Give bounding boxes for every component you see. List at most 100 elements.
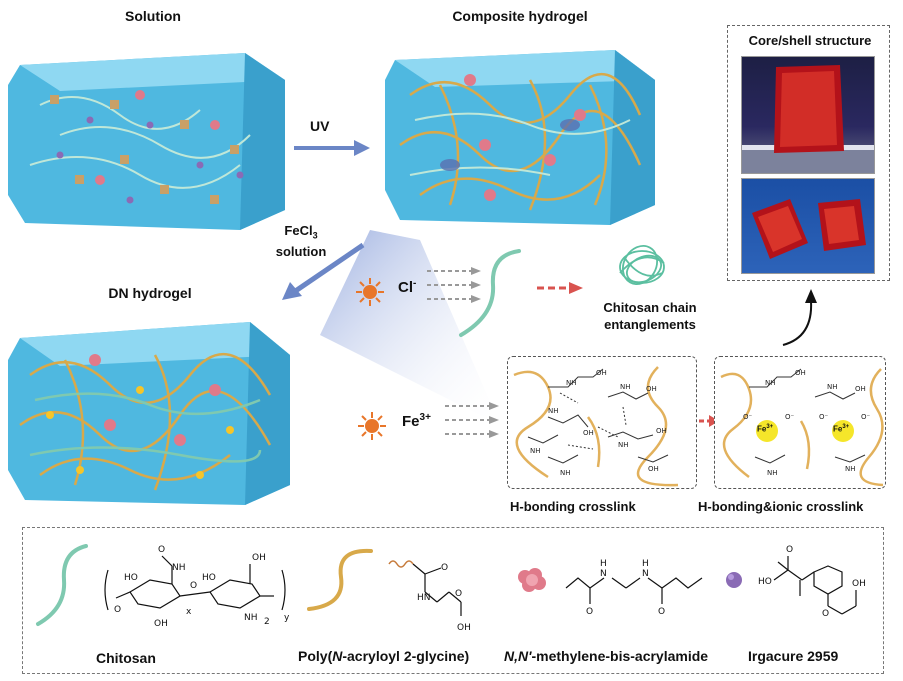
svg-text:NH: NH — [827, 383, 838, 391]
svg-text:x: x — [186, 607, 192, 617]
svg-text:OH: OH — [852, 579, 866, 589]
svg-text:O: O — [158, 545, 165, 555]
svg-text:O: O — [455, 589, 462, 599]
svg-text:NH: NH — [548, 407, 559, 415]
svg-text:NH: NH — [244, 613, 258, 623]
fe-ion-label: Fe3+ — [402, 412, 431, 430]
mba-legend-particle — [518, 568, 546, 592]
composite-gel-block — [385, 50, 655, 225]
fe-ion-badge: Fe3+ — [757, 424, 773, 434]
svg-text:NH: NH — [845, 465, 856, 473]
core-shell-title: Core/shell structure — [748, 33, 872, 48]
hbonding-crosslink-caption: H-bonding crosslink — [510, 499, 636, 514]
svg-text:OH: OH — [596, 369, 607, 377]
legend-chitosan-label: Chitosan — [96, 650, 156, 666]
solution-title: Solution — [125, 8, 181, 24]
dn-hydrogel-title: DN hydrogel — [108, 285, 192, 301]
core-shell-photo-bottom — [741, 178, 875, 274]
svg-text:NH: NH — [172, 563, 186, 573]
core-shell-panel — [727, 25, 890, 281]
cl-dashed-arrows — [427, 267, 481, 303]
svg-text:HO: HO — [202, 573, 216, 583]
svg-text:O: O — [658, 607, 665, 617]
irgacure-structure: HO O O OH — [758, 545, 866, 619]
uv-arrow — [294, 140, 370, 156]
svg-text:OH: OH — [648, 465, 659, 473]
svg-text:OH: OH — [656, 427, 667, 435]
cl-ion-label: Cl- — [398, 278, 416, 296]
svg-text:NH: NH — [566, 379, 577, 387]
svg-text:OH: OH — [795, 369, 806, 377]
svg-text:HO: HO — [758, 577, 772, 587]
svg-text:H: H — [642, 559, 649, 569]
paglycine-structure: O HN O OH — [388, 560, 471, 633]
sun-icon — [358, 412, 386, 440]
svg-text:OH: OH — [855, 385, 866, 393]
svg-text:NH: NH — [560, 469, 571, 477]
svg-text:O: O — [822, 609, 829, 619]
svg-text:OH: OH — [457, 623, 471, 633]
fecl3-text: FeCl — [284, 223, 313, 238]
solution-gel-block — [8, 53, 285, 230]
svg-text:O: O — [441, 563, 448, 573]
legend-irgacure-label: Irgacure 2959 — [748, 648, 839, 664]
svg-text:HN: HN — [417, 593, 431, 603]
svg-text:NH: NH — [618, 441, 629, 449]
mba-post: -methylene-bis-acrylamide — [531, 648, 709, 664]
svg-text:O⁻: O⁻ — [819, 413, 829, 421]
svg-text:O⁻: O⁻ — [743, 413, 753, 421]
uv-label: UV — [310, 118, 330, 134]
hbonding-crosslink-box: NH OH NH OH NH NH OH NH OH NH OH — [507, 356, 697, 489]
legend-mba-label: N,N'-methylene-bis-acrylamide — [504, 648, 708, 664]
composite-hydrogel-title: Composite hydrogel — [452, 8, 588, 24]
caption-line-2: entanglements — [604, 317, 696, 332]
curved-up-arrow — [782, 289, 817, 346]
core-shell-photo-top — [741, 56, 875, 174]
cl-charge: - — [413, 278, 417, 289]
fecl3-light-cone — [320, 230, 500, 425]
svg-text:H: H — [600, 559, 607, 569]
red-dashed-arrow — [537, 282, 583, 294]
paglycine-italic: N — [332, 648, 343, 664]
svg-text:O: O — [190, 581, 197, 591]
legend-paglycine-label: Poly(N-acryloyl 2-glycine) — [298, 648, 469, 664]
svg-text:O: O — [786, 545, 793, 555]
chitosan-entanglement-ball — [619, 245, 665, 285]
sun-icon — [356, 278, 384, 306]
fe-ion-badge-charge: 3+ — [842, 424, 850, 430]
irgacure-legend-particle — [726, 572, 742, 588]
solution-text: solution — [275, 243, 327, 259]
paglycine-post: -acryloyl 2-glycine) — [342, 648, 470, 664]
chitosan-strand — [459, 249, 521, 337]
svg-text:y: y — [284, 613, 290, 623]
svg-text:NH: NH — [620, 383, 631, 391]
fe-dashed-arrows — [445, 402, 499, 438]
svg-text:O⁻: O⁻ — [861, 413, 871, 421]
fecl3-solution-label: FeCl3 solution — [266, 223, 336, 260]
svg-text:N: N — [600, 569, 607, 579]
svg-text:OH: OH — [583, 429, 594, 437]
svg-text:O⁻: O⁻ — [785, 413, 795, 421]
fe-ion-badge-text: Fe — [757, 424, 767, 434]
fe-text: Fe — [402, 413, 420, 430]
svg-text:NH: NH — [767, 469, 778, 477]
svg-text:OH: OH — [252, 553, 266, 563]
svg-text:OH: OH — [154, 619, 168, 629]
legend-panel — [22, 527, 884, 674]
svg-text:O: O — [114, 605, 121, 615]
hbonding-ionic-crosslink-caption: H-bonding&ionic crosslink — [698, 499, 864, 514]
chitosan-structure: HO NH O O HO OH OH NH 2 x y O — [104, 545, 290, 629]
chitosan-entanglements-caption: Chitosan chain entanglements — [590, 299, 710, 333]
paglycine-legend-strand — [307, 548, 373, 611]
fecl3-subscript: 3 — [312, 230, 318, 241]
svg-text:OH: OH — [646, 385, 657, 393]
fe-charge: 3+ — [419, 412, 431, 423]
svg-text:2: 2 — [264, 617, 270, 627]
svg-text:NH: NH — [530, 447, 541, 455]
svg-text:O: O — [586, 607, 593, 617]
fe-ion-badge: Fe3+ — [833, 424, 849, 434]
svg-text:HO: HO — [124, 573, 138, 583]
fe-ion-badge-charge: 3+ — [766, 424, 774, 430]
